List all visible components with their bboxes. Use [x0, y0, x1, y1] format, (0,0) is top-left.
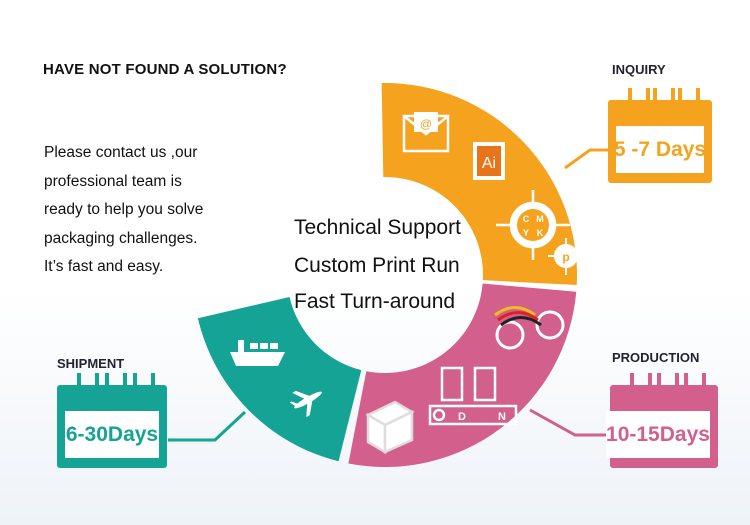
svg-text:C: C: [523, 214, 530, 224]
shipment-label: SHIPMENT: [57, 356, 125, 371]
inquiry-label: INQUIRY: [612, 62, 666, 77]
svg-text:Y: Y: [523, 228, 529, 238]
service-custom-print-run: Custom Print Run: [294, 254, 460, 277]
service-technical-support: Technical Support: [294, 216, 461, 239]
pantone-icon: p: [548, 238, 584, 275]
production-calendar-icon: 10-15Days: [606, 373, 718, 468]
svg-text:Ai: Ai: [482, 155, 496, 172]
svg-text:D: D: [458, 411, 466, 423]
open-box-icon: [365, 400, 415, 455]
contact-text: Please contact us ,our professional team…: [44, 139, 203, 282]
svg-text:N: N: [498, 411, 506, 423]
contact-line: professional team is: [44, 172, 182, 190]
shipment-connector: [168, 410, 247, 442]
shipment-segment: [197, 297, 362, 462]
svg-text:K: K: [537, 228, 544, 238]
contact-line: ready to help you solve: [44, 201, 204, 218]
production-duration: 10-15Days: [606, 411, 710, 458]
svg-text:p: p: [562, 250, 569, 264]
heading: HAVE NOT FOUND A SOLUTION?: [43, 61, 287, 78]
illustrator-file-icon: Ai: [473, 142, 505, 180]
svg-text:M: M: [536, 214, 544, 224]
contact-line: Please contact us ,our: [44, 144, 198, 161]
inquiry-duration: 5 -7 Days: [614, 126, 706, 173]
production-connector: [529, 408, 612, 437]
inquiry-calendar-icon: 5 -7 Days: [608, 88, 712, 183]
contact-line: packaging challenges.: [44, 229, 198, 247]
airplane-icon: [289, 390, 322, 418]
conveyor-machine-icon: D N: [428, 366, 518, 426]
service-fast-turnaround: Fast Turn-around: [294, 290, 456, 313]
printing-rollers-icon: [494, 306, 565, 350]
email-icon: @: [402, 112, 450, 153]
shipment-duration: 6-30Days: [65, 411, 159, 458]
svg-text:@: @: [420, 117, 432, 131]
production-label: PRODUCTION: [612, 350, 700, 365]
shipment-calendar-icon: 6-30Days: [57, 373, 167, 468]
cargo-ship-icon: [230, 340, 285, 366]
contact-line: It’s fast and easy.: [44, 258, 164, 275]
inquiry-connector: [564, 148, 612, 170]
